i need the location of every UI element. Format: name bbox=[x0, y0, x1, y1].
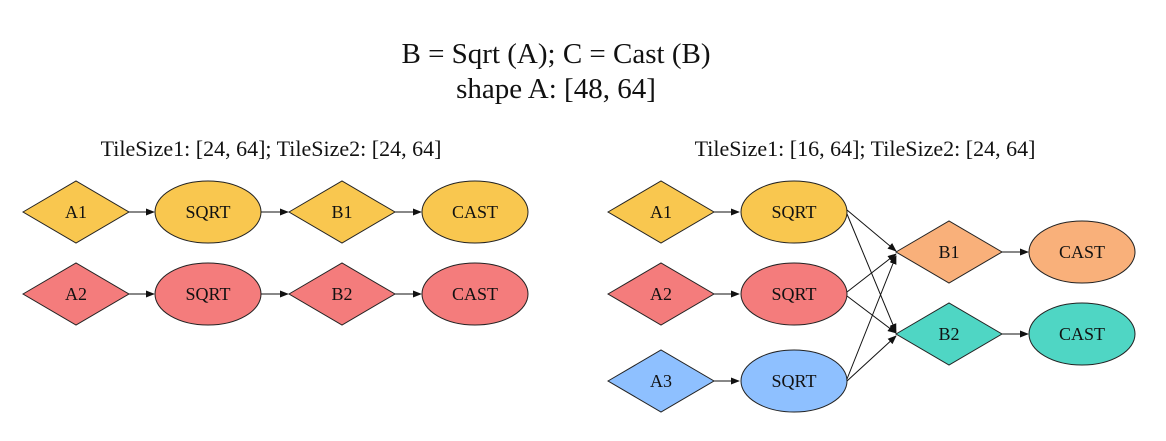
right-a1-label: A1 bbox=[650, 202, 672, 222]
right-edge-sqrt3-b1 bbox=[846, 255, 897, 380]
right-b1-label: B1 bbox=[938, 242, 959, 262]
right-a3-label: A3 bbox=[650, 371, 672, 391]
right-a2-label: A2 bbox=[650, 284, 672, 304]
right-edge-sqrt1-b1 bbox=[846, 209, 897, 252]
right-cast-2-ellipse bbox=[1028, 302, 1136, 366]
diagram-title: B = Sqrt (A); C = Cast (B) bbox=[401, 38, 710, 70]
left-cast-1-label: CAST bbox=[452, 202, 498, 222]
right-cast-1-label: CAST bbox=[1059, 242, 1105, 262]
right-edge-sqrt3-b2 bbox=[846, 335, 897, 382]
left-panel-label: TileSize1: [24, 64]; TileSize2: [24, 64] bbox=[101, 136, 442, 161]
left-row-1: A1 SQRT B1 CAST bbox=[22, 180, 529, 244]
right-cast-2-label: CAST bbox=[1059, 324, 1105, 344]
left-cast-2-ellipse bbox=[421, 262, 529, 326]
left-cast-2-label: CAST bbox=[452, 284, 498, 304]
right-sqrt-1-label: SQRT bbox=[772, 202, 817, 222]
left-a2-label: A2 bbox=[65, 284, 87, 304]
right-edge-sqrt2-b1 bbox=[846, 253, 897, 293]
right-cast-1-ellipse bbox=[1028, 220, 1136, 284]
right-panel-label: TileSize1: [16, 64]; TileSize2: [24, 64] bbox=[695, 136, 1036, 161]
left-sqrt-1-label: SQRT bbox=[186, 202, 231, 222]
left-sqrt-2-label: SQRT bbox=[186, 284, 231, 304]
left-b2-label: B2 bbox=[331, 284, 352, 304]
right-sqrt-3-label: SQRT bbox=[772, 371, 817, 391]
right-edge-sqrt2-b2 bbox=[846, 295, 897, 334]
left-row-2: A2 SQRT B2 CAST bbox=[22, 262, 529, 326]
right-b2-label: B2 bbox=[938, 324, 959, 344]
right-sqrt-1-ellipse bbox=[740, 180, 848, 244]
right-sqrt-2-ellipse bbox=[740, 262, 848, 326]
diagram-subtitle: shape A: [48, 64] bbox=[456, 73, 656, 105]
left-a1-label: A1 bbox=[65, 202, 87, 222]
right-sqrt-2-label: SQRT bbox=[772, 284, 817, 304]
left-cast-1-ellipse bbox=[421, 180, 529, 244]
left-b1-label: B1 bbox=[331, 202, 352, 222]
